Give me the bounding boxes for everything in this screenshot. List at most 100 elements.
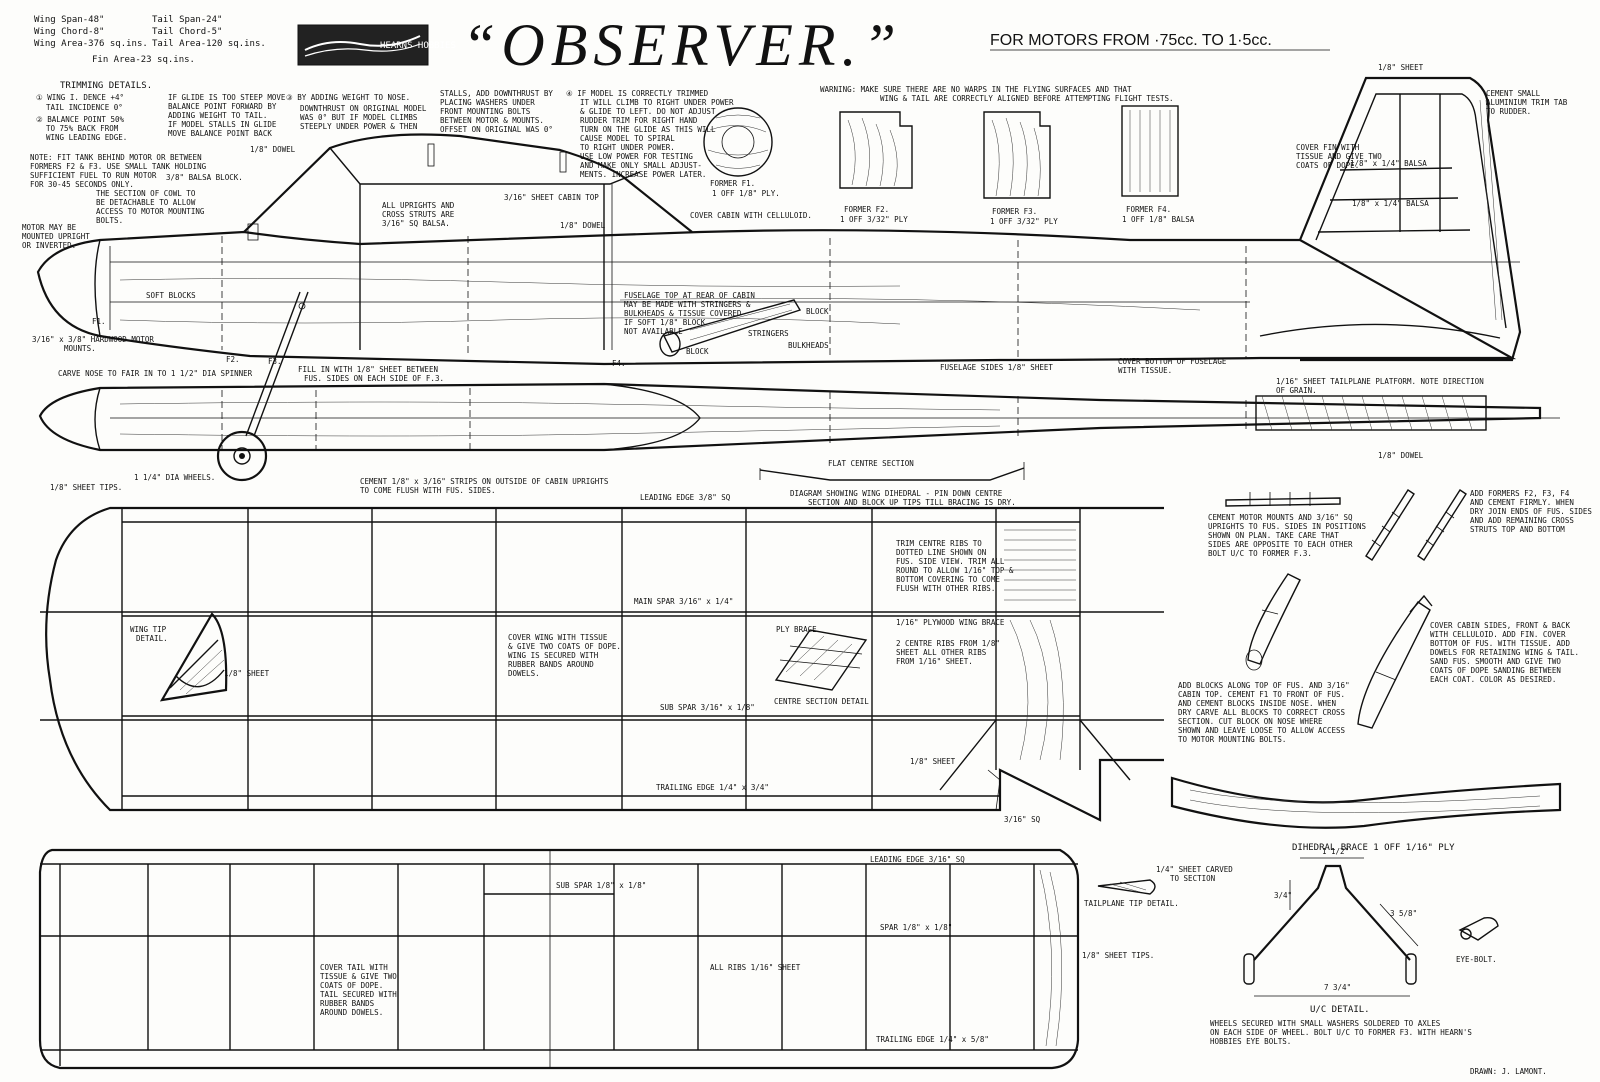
former-qty: 1 OFF 3/32" PLY: [840, 215, 908, 224]
tail-label: TO SECTION: [1170, 874, 1215, 883]
former-qty: 1 OFF 1/8" BALSA: [1122, 215, 1195, 224]
fus-label: IF SOFT 1/8" BLOCK: [624, 318, 706, 327]
assembly-text: ADD FORMERS F2, F3, F4: [1470, 489, 1570, 498]
rudder-line: CAUSE MODEL TO SPIRAL: [580, 134, 675, 143]
assembly-text: TO MOTOR MOUNTING BOLTS.: [1178, 735, 1286, 744]
former-label: FORMER F4.: [1126, 205, 1171, 214]
header-specs: Wing Span-48" Wing Chord-8" Wing Area-37…: [34, 15, 266, 65]
rudder-line: & GLIDE TO LEFT. DO NOT ADJUST: [580, 107, 716, 116]
weight-line: DOWNTHRUST ON ORIGINAL MODEL: [300, 104, 427, 113]
fus-label: MOUNTED UPRIGHT: [22, 232, 90, 241]
tail-label: TISSUE & GIVE TWO: [320, 972, 397, 981]
wing-label: FLUSH WITH OTHER RIBS.: [896, 584, 995, 593]
fus-label: 1 1/4" DIA WHEELS.: [134, 473, 215, 482]
eye-bolt-label: EYE-BOLT.: [1456, 955, 1497, 964]
fin-label: 1/8" x 1/4" BALSA: [1352, 199, 1429, 208]
trim-line: ① WING I. DENCE +4°: [36, 93, 124, 102]
fus-label: SOFT BLOCKS: [146, 291, 196, 300]
assembly-text: DRY CARVE ALL BLOCKS TO CORRECT CROSS: [1178, 708, 1346, 717]
wing-label: WING TIP: [130, 625, 167, 634]
assembly-text: SECTION. CUT BLOCK ON NOSE WHERE: [1178, 717, 1323, 726]
rudder-line: USE LOW POWER FOR TESTING: [580, 152, 693, 161]
assembly-text: SIDES ARE OPPOSITE TO EACH OTHER: [1208, 540, 1353, 549]
fus-label: OF GRAIN.: [1276, 386, 1317, 395]
wing-label: SHEET ALL OTHER RIBS: [896, 648, 987, 657]
uc-note: WHEELS SECURED WITH SMALL WASHERS SOLDER…: [1210, 1019, 1441, 1028]
wing-label: FROM 1/16" SHEET.: [896, 657, 973, 666]
wing-label: 1/8" SHEET: [224, 669, 270, 678]
warning-line: WARNING: MAKE SURE THERE ARE NO WARPS IN…: [820, 85, 1132, 94]
stalls-line: FRONT MOUNTING BOLTS: [440, 107, 531, 116]
tail-label: ALL RIBS 1/16" SHEET: [710, 963, 801, 972]
tail-label: 1/4" SHEET CARVED: [1156, 865, 1233, 874]
fin-label: CEMENT SMALL: [1486, 89, 1541, 98]
fus-label: MOTOR MAY BE: [22, 223, 77, 232]
glide-line: IF GLIDE IS TOO STEEP MOVE: [168, 93, 286, 102]
fus-label: CROSS STRUTS ARE: [382, 210, 455, 219]
fus-label: F4.: [612, 359, 626, 368]
tail-label: RUBBER BANDS: [320, 999, 375, 1008]
fus-label: TO COME FLUSH WITH FUS. SIDES.: [360, 486, 495, 495]
fus-label: OR INVERTED.: [22, 241, 76, 250]
spec-wing-chord: Wing Chord-8": [34, 27, 104, 37]
rudder-line: TURN ON THE GLIDE AS THIS WILL: [580, 125, 716, 134]
wing-label: WING IS SECURED WITH: [508, 651, 599, 660]
tail-label: LEADING EDGE 3/16" SQ: [870, 855, 965, 864]
fin-label: TISSUE AND GIVE TWO: [1296, 152, 1382, 161]
tail-label: COATS OF DOPE.: [320, 981, 383, 990]
fus-label: BULKHEADS: [788, 341, 829, 350]
wing-label: FUS. SIDE VIEW. TRIM ALL: [896, 557, 1005, 566]
glide-line: ADDING WEIGHT TO TAIL.: [168, 111, 267, 120]
tail-label: TRAILING EDGE 1/4" x 5/8": [876, 1035, 989, 1044]
fin-label: 1/8" x 1/4" BALSA: [1350, 159, 1427, 168]
wing-label: DOWELS.: [508, 669, 540, 678]
tail-label: SUB SPAR 1/8" x 1/8": [556, 881, 646, 890]
spec-wing-span: Wing Span-48": [34, 15, 104, 25]
fus-label: THE SECTION OF COWL TO: [96, 189, 196, 198]
trim-line: TAIL INCIDENCE 0°: [46, 103, 123, 112]
assembly-text: CEMENT MOTOR MOUNTS AND 3/16" SQ: [1208, 513, 1353, 522]
wing-label: RUBBER BANDS AROUND: [508, 660, 594, 669]
stalls-line: OFFSET ON ORIGINAL WAS 0°: [440, 125, 553, 134]
former-qty: 1 OFF 1/8" PLY.: [712, 189, 780, 198]
note-line: NOTE: FIT TANK BEHIND MOTOR OR BETWEEN: [30, 153, 202, 162]
spec-wing-area: Wing Area-376 sq.ins.: [34, 39, 148, 49]
former-f4: FORMER F4. 1 OFF 1/8" BALSA: [1121, 105, 1195, 224]
hearns-logo: HEARNS HOBBIES: [297, 24, 456, 66]
wing-label: SUB SPAR 3/16" x 1/8": [660, 703, 755, 712]
wing-label: PLY BRACE: [776, 625, 817, 634]
fus-label: COVER BOTTOM OF FUSELAGE: [1118, 357, 1227, 366]
assembly-text: AND ADD REMAINING CROSS: [1470, 516, 1574, 525]
glide-line: IF MODEL STALLS IN GLIDE: [168, 120, 277, 129]
former-f3: FORMER F3. 1 OFF 3/32" PLY: [983, 111, 1058, 226]
trimming-heading: TRIMMING DETAILS.: [60, 81, 152, 91]
fin-label: 1/8" SHEET: [1378, 63, 1424, 72]
logo-text: HEARNS HOBBIES: [380, 41, 456, 51]
tail-label: TAILPLANE TIP DETAIL.: [1084, 899, 1179, 908]
rudder-line: MENTS. INCREASE POWER LATER.: [580, 170, 706, 179]
assembly-text: SHOWN AND LEAVE LOOSE TO ALLOW ACCESS: [1178, 726, 1346, 735]
fus-label: 3/16" SHEET CABIN TOP: [504, 193, 599, 202]
former-f2: FORMER F2. 1 OFF 3/32" PLY: [839, 111, 913, 224]
wing-label: 1/8" SHEET TIPS.: [50, 483, 122, 492]
uc-note: HOBBIES EYE BOLTS.: [1210, 1037, 1291, 1046]
uc-detail: 1 1/2" 3/4" 3 5/8" 7 3/4" U/C DETAIL. EY…: [1210, 847, 1499, 1046]
dihedral-brace-part: DIHEDRAL BRACE 1 OFF 1/16" PLY: [1170, 776, 1562, 853]
fus-label: FUS. SIDES ON EACH SIDE OF F.3.: [304, 374, 444, 383]
fus-label: 1/8" DOWEL: [1378, 451, 1424, 460]
dihedral-diagram: FLAT CENTRE SECTION DIAGRAM SHOWING WING…: [759, 459, 1025, 507]
fus-label: FUSELAGE TOP AT REAR OF CABIN: [624, 291, 755, 300]
tail-label: AROUND DOWELS.: [320, 1008, 383, 1017]
assembly-text: COVER CABIN SIDES, FRONT & BACK: [1430, 621, 1570, 630]
rudder-line: RUDDER TRIM FOR RIGHT HAND: [580, 116, 698, 125]
fin-label: COATS OF DOPE.: [1296, 161, 1359, 170]
assembly-text: WITH CELLULOID. ADD FIN. COVER: [1430, 630, 1566, 639]
former-qty: 1 OFF 3/32" PLY: [990, 217, 1058, 226]
assembly-text: SHOWN ON PLAN. TAKE CARE THAT: [1208, 531, 1339, 540]
fus-label: 1/8" DOWEL: [560, 221, 606, 230]
fus-label: 1/16" SHEET TAILPLANE PLATFORM. NOTE DIR…: [1276, 377, 1484, 386]
wing-plan: 1/8" SHEET TIPS. LEADING EDGE 3/8" SQ MA…: [40, 483, 1164, 824]
wing-label: & GIVE TWO COATS OF DOPE.: [508, 642, 621, 651]
